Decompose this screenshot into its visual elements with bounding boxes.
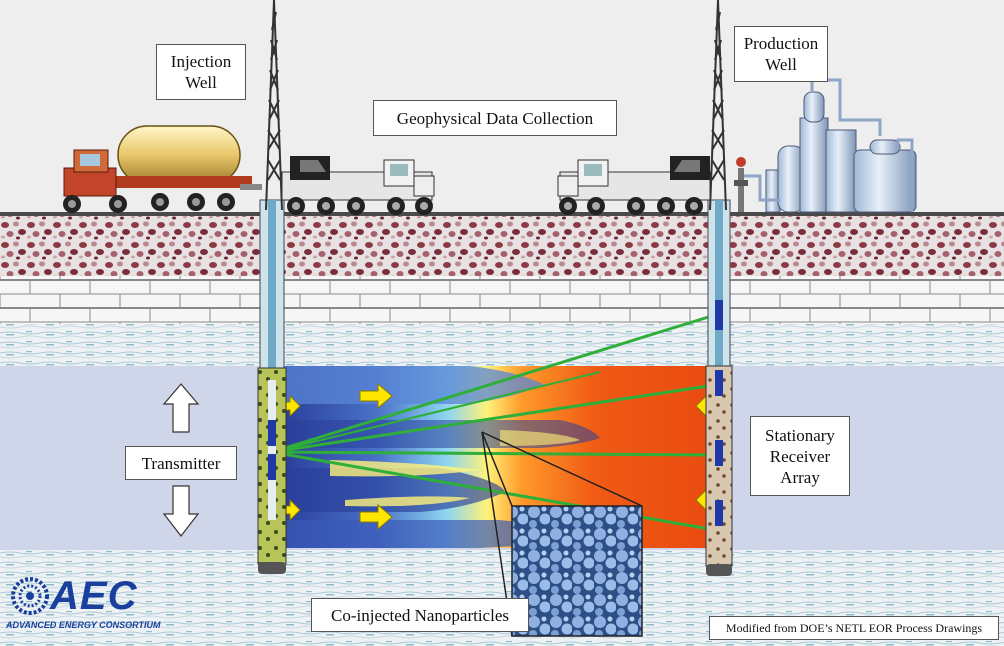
injection-well-label-line-1: Injection <box>170 52 232 71</box>
production-well-label: Production Well <box>734 26 828 82</box>
aec-logo-icon <box>11 577 49 615</box>
service-truck-icon <box>281 156 435 215</box>
logo-name: AEC <box>50 574 138 618</box>
nanoparticles-text: Co-injected Nanoparticles <box>331 605 509 625</box>
injection-well-label-line-2: Well <box>185 73 217 92</box>
receiver-label-line-1: Stationary <box>765 425 835 445</box>
receiver-label-line-3: Array <box>780 467 820 487</box>
logo-subtitle: ADVANCED ENERGY CONSORTIUM <box>6 620 161 630</box>
credit-text: Modified from DOE’s NETL EOR Process Dra… <box>725 620 983 635</box>
production-well-label-line-2: Well <box>765 55 797 74</box>
ground-line <box>0 212 1004 216</box>
injection-well-label: Injection Well <box>156 44 246 100</box>
nanoparticles-label: Co-injected Nanoparticles <box>311 598 529 632</box>
tanker-truck-icon <box>63 125 262 213</box>
nanoparticle-inset <box>481 431 643 637</box>
transmitter-text: Transmitter <box>141 453 221 473</box>
geophysical-data-label: Geophysical Data Collection <box>373 100 617 136</box>
down-arrow-icon <box>162 485 200 537</box>
up-arrow-icon <box>162 383 200 433</box>
derrick-icon <box>265 0 727 211</box>
production-well <box>705 199 733 576</box>
injection-well <box>257 199 287 574</box>
limestone-layer <box>0 276 1004 324</box>
production-well-label-line-1: Production <box>743 34 819 53</box>
processing-plant-icon <box>744 78 917 213</box>
service-truck-icon <box>557 156 711 215</box>
shale-layer-upper <box>0 324 1004 366</box>
geophysical-data-text: Geophysical Data Collection <box>396 108 594 128</box>
credit-caption: Modified from DOE’s NETL EOR Process Dra… <box>709 616 999 640</box>
wellhead-valve-icon <box>734 157 748 212</box>
receiver-label-line-2: Receiver <box>769 446 831 466</box>
soil-layer <box>0 216 1004 276</box>
signal-lines <box>271 313 716 532</box>
transmitter-label: Transmitter <box>125 446 237 480</box>
aec-logo: AEC ADVANCED ENERGY CONSORTIUM <box>4 572 164 632</box>
receiver-array-label: Stationary Receiver Array <box>750 416 850 496</box>
